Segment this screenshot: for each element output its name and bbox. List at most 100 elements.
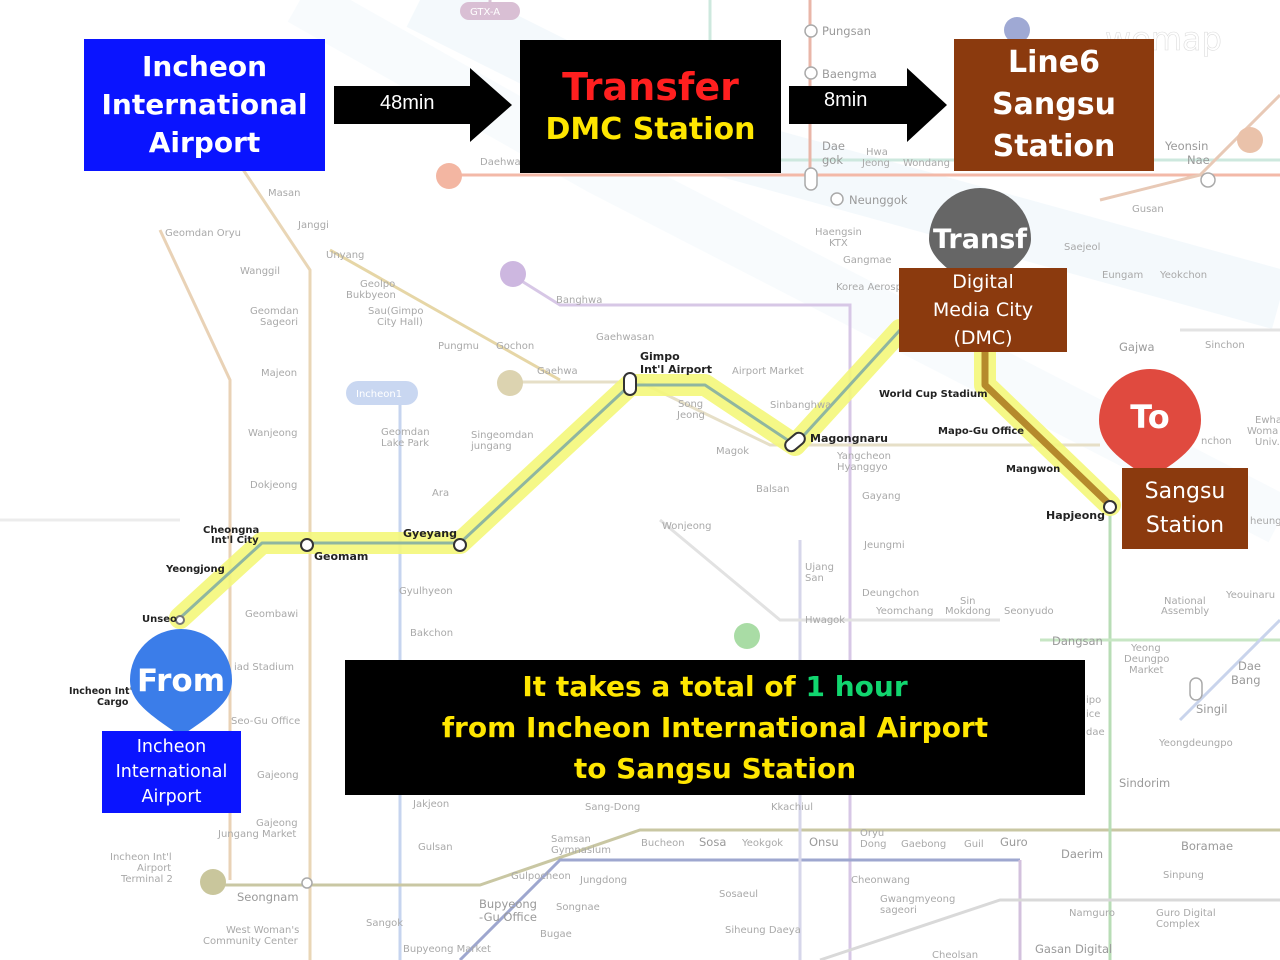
label-ara: Ara: [432, 488, 449, 499]
leg2-time: 8min: [824, 89, 868, 111]
label-guil: Guil: [964, 839, 984, 850]
label-sinmokdong-1: Sin: [960, 596, 975, 607]
label-ujangsan-2: San: [805, 573, 824, 584]
station-node-gimpo: [623, 372, 637, 396]
label-sangok: Sangok: [366, 918, 403, 929]
label-geomdan-sageori-2: Sageori: [260, 317, 298, 328]
label-songjeong-2: Jeong: [676, 410, 705, 421]
label-gajeong: Gajeong: [257, 770, 299, 781]
label-jeungmi: Jeungmi: [863, 540, 905, 551]
label-dokjeong: Dokjeong: [250, 480, 297, 491]
label-pungmu: Pungmu: [438, 341, 479, 352]
label-yeonsinnae-1: Yeonsin: [1164, 139, 1208, 153]
line-1: [458, 858, 1020, 960]
label-nchon: nchon: [1201, 436, 1232, 447]
origin-box: Incheon International Airport: [84, 39, 325, 171]
line-badge-incheon1: [346, 381, 418, 405]
label-majeon: Majeon: [261, 368, 297, 379]
label-hwagok: Hwagok: [805, 615, 845, 626]
label-geomam: Geomam: [314, 550, 368, 563]
line-badges: [200, 2, 1263, 895]
destination-box: Line6 Sangsu Station: [954, 39, 1154, 171]
from-pin-label: From: [137, 663, 225, 699]
label-bupyeong-market: Bupyeong Market: [403, 944, 491, 955]
label-sosaeul: Sosaeul: [719, 889, 758, 900]
label-gwangmyeong-1: Gwangmyeong: [880, 894, 955, 905]
label-mapo: Mapo-Gu Office: [938, 426, 1024, 437]
to-station-line-1: Sangsu: [1144, 478, 1226, 504]
label-bupyeong-gu-1: Bupyeong: [479, 897, 537, 911]
line-badge-3: [436, 163, 462, 189]
label-samsan-2: Gymnasium: [551, 845, 611, 856]
line-badge-2: [734, 623, 760, 649]
line-9: [510, 380, 1100, 447]
label-yeongjong: Yeongjong: [165, 564, 225, 575]
label-saejeol: Saejeol: [1064, 242, 1100, 253]
label-bakchon: Bakchon: [410, 628, 453, 639]
label-hapjeong: Hapjeong: [1046, 509, 1105, 522]
transfer-subtitle: DMC Station: [545, 111, 756, 147]
origin-line-3: Airport: [148, 126, 261, 159]
label-bugae: Bugae: [540, 929, 572, 940]
from-station-line-1: Incheon: [136, 736, 207, 757]
label-jungdong: Jungdong: [579, 875, 627, 886]
label-songjeong-1: Song: [678, 399, 703, 410]
from-marker: From: [130, 629, 232, 736]
label-yeongdeungpo-market-1: Yeong: [1130, 643, 1161, 654]
transfer-station-line-1: Digital: [952, 271, 1014, 293]
transfer-station-line-3: (DMC): [953, 327, 1013, 349]
label-geolpo-2: Bukbyeon: [346, 290, 396, 301]
label-sinmokdong-2: Mokdong: [945, 606, 991, 617]
label-gaehwa: Gaehwa: [537, 366, 578, 377]
label-daegok-1: Dae: [822, 139, 845, 153]
line-5: [511, 273, 852, 960]
destination-line-3: Station: [992, 129, 1116, 164]
label-gaehwasan: Gaehwasan: [596, 332, 654, 343]
line-badge-9: [497, 370, 523, 396]
label-cargo-2: Cargo: [97, 697, 129, 708]
label-incheon1: Incheon1: [356, 389, 402, 400]
line-6-north: [1099, 93, 1280, 202]
to-pin: [1099, 369, 1201, 478]
label-sindorim: Sindorim: [1119, 776, 1170, 790]
label-gajeong-market-2: Jungang Market: [217, 829, 296, 840]
label-airport-market: Airport Market: [732, 366, 804, 377]
label-yangcheon-1: Yangcheon: [836, 451, 891, 462]
station-node-daegok: [804, 167, 818, 191]
station-node-geomam: [300, 538, 314, 552]
transfer-station-line-2: Media City: [932, 299, 1034, 321]
leg1-arrow: [334, 68, 512, 142]
label-baengma: Baengma: [822, 67, 877, 81]
label-geomdan-sageori-1: Geomdan: [250, 306, 299, 317]
leg2-arrow: [789, 68, 947, 142]
label-guro-complex-1: Guro Digital: [1156, 908, 1216, 919]
line-mid: [659, 518, 1000, 622]
label-hwajeong-1: Hwa: [866, 147, 888, 158]
label-guro: Guro: [1000, 835, 1028, 849]
label-yeouinaru: Yeouinaru: [1225, 590, 1275, 601]
label-seogu: Seo-Gu Office: [231, 716, 300, 727]
transfer-pin: [929, 188, 1031, 290]
line-gimpo-gold: [329, 248, 561, 382]
label-saugimpo-2: City Hall): [377, 317, 423, 328]
label-sinbanghwa: Sinbanghwa: [770, 400, 831, 411]
label-mangwon: Mangwon: [1006, 464, 1060, 475]
label-wanggil: Wanggil: [240, 266, 280, 277]
line-badge-gtx: [460, 2, 520, 20]
label-gimpo-2: Int'l Airport: [640, 363, 712, 376]
label-ice: ice: [1086, 709, 1100, 720]
station-nodes: [175, 24, 1216, 889]
label-gochon: Gochon: [496, 341, 534, 352]
line-seohae: [228, 149, 312, 960]
label-yeongdeungpo-market-2: Deungpo: [1124, 654, 1169, 665]
label-terminal-1: Incheon Int'l: [110, 852, 172, 863]
label-siheung: Siheung Daeya: [725, 925, 801, 936]
label-dae: dae: [1086, 727, 1105, 738]
destination-line-1: Line6: [1008, 45, 1100, 80]
line-badge-1: [1004, 17, 1030, 43]
label-yangcheon-2: Hyanggyo: [837, 462, 888, 473]
label-gyulhyeon: Gyulhyeon: [399, 586, 453, 597]
label-bucheon: Bucheon: [641, 838, 685, 849]
station-node-neunggok: [830, 192, 844, 206]
label-dangsan: Dangsan: [1052, 634, 1103, 648]
